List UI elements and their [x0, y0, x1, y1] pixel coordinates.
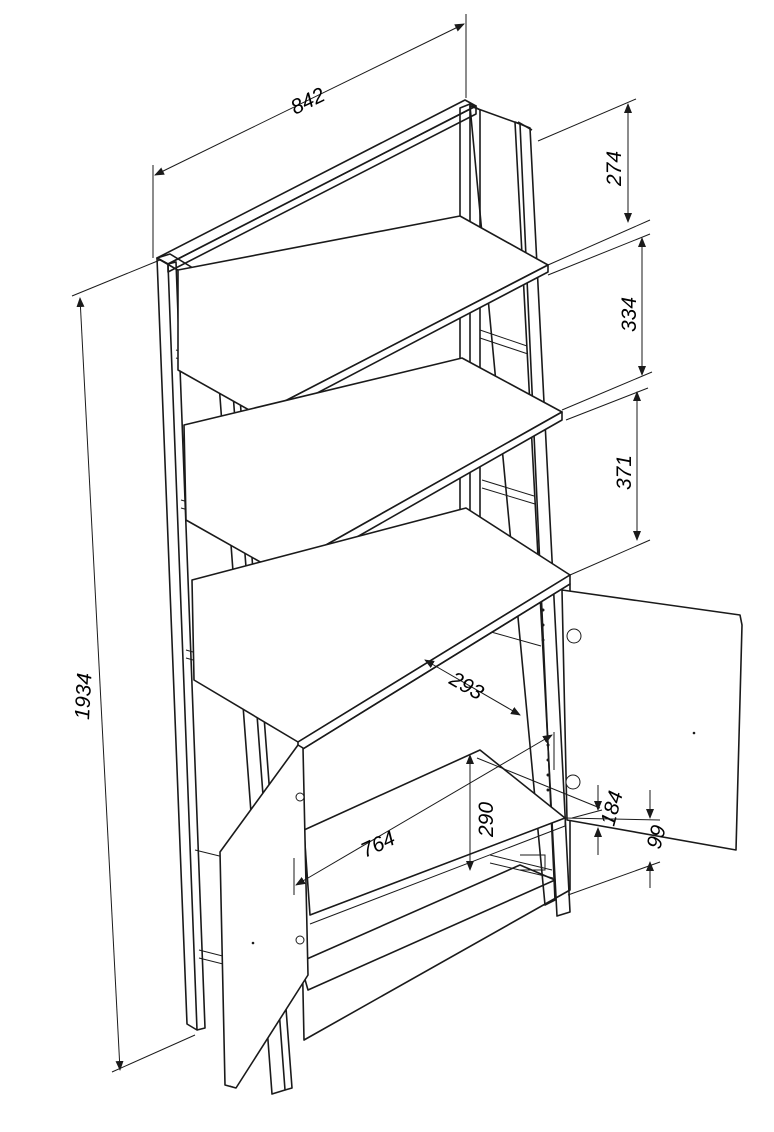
cabinet-height-label: 290 [475, 802, 498, 838]
width-label: 842 [287, 83, 329, 119]
gap-middle-label: 371 [613, 455, 636, 490]
cabinet-depth-label: 293 [445, 667, 488, 705]
dimension-gap-middle: 371 [565, 387, 651, 576]
right-door [561, 589, 743, 851]
height-total-label: 1934 [71, 672, 96, 720]
dimension-height-total: 1934 [71, 259, 196, 1073]
gap-top-label: 274 [603, 151, 626, 187]
dimension-cabinet-depth: 293 [424, 659, 521, 716]
dimension-gap-upper: 334 [547, 233, 653, 411]
dimension-cabinet-height: 290 [466, 754, 498, 871]
dimension-gap-top: 274 [537, 98, 651, 266]
top-shelf [177, 215, 549, 425]
left-door [219, 744, 309, 1089]
gap-upper-label: 334 [618, 297, 641, 332]
